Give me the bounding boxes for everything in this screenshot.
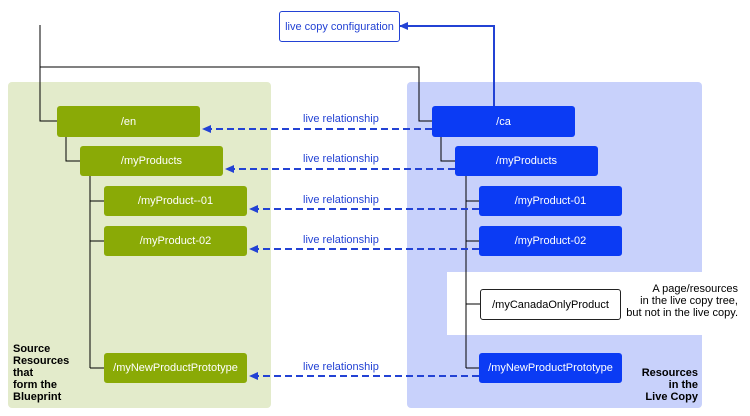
blueprint-node-myproducts: /myProducts: [80, 146, 223, 176]
caption-line: Resources: [13, 355, 70, 367]
livecopy-node-myproduct-02: /myProduct-02: [479, 226, 622, 256]
livecopy-node-ca: /ca: [432, 106, 575, 137]
caption-line: form the: [13, 379, 57, 391]
relationship-label: live relationship: [303, 153, 379, 165]
note-line: in the live copy tree,: [640, 295, 738, 307]
local-only-note: A page/resources in the live copy tree, …: [598, 283, 738, 319]
blueprint-node-en: /en: [57, 106, 200, 137]
live-copy-caption: Resources in the Live Copy: [620, 367, 698, 403]
caption-line: Live Copy: [645, 391, 698, 403]
blueprint-tree-l1: [65, 137, 80, 162]
local-only-node: /myCanadaOnlyProduct: [480, 289, 621, 320]
live-copy-configuration-box: live copy configuration: [279, 11, 400, 42]
blueprint-node-myproduct-02: /myProduct-02: [104, 226, 247, 256]
blueprint-node-myproduct-01: /myProduct--01: [104, 186, 247, 216]
livecopy-node-mynewproductprototype: /myNewProductPrototype: [479, 353, 622, 383]
note-line: A page/resources: [652, 283, 738, 295]
livecopy-tree-l1: [440, 137, 456, 162]
livecopy-node-myproducts: /myProducts: [455, 146, 598, 176]
caption-line: Resources: [641, 367, 698, 379]
note-line: but not in the live copy.: [626, 307, 738, 319]
caption-line: Source: [13, 343, 51, 355]
blueprint-caption: Source Resources that form the Blueprint: [13, 343, 83, 403]
relationship-label: live relationship: [303, 113, 379, 125]
relationship-label: live relationship: [303, 234, 379, 246]
config-arrow: [399, 22, 495, 106]
relationship-label: live relationship: [303, 361, 379, 373]
blueprint-root-line: [39, 25, 57, 122]
livecopy-node-myproduct-01: /myProduct-01: [479, 186, 622, 216]
top-bar-line: [40, 66, 432, 122]
relationship-label: live relationship: [303, 194, 379, 206]
blueprint-node-mynewproductprototype: /myNewProductPrototype: [104, 353, 247, 383]
caption-line: Blueprint: [13, 391, 62, 403]
caption-line: in the: [668, 379, 698, 391]
caption-line: that: [13, 367, 34, 379]
